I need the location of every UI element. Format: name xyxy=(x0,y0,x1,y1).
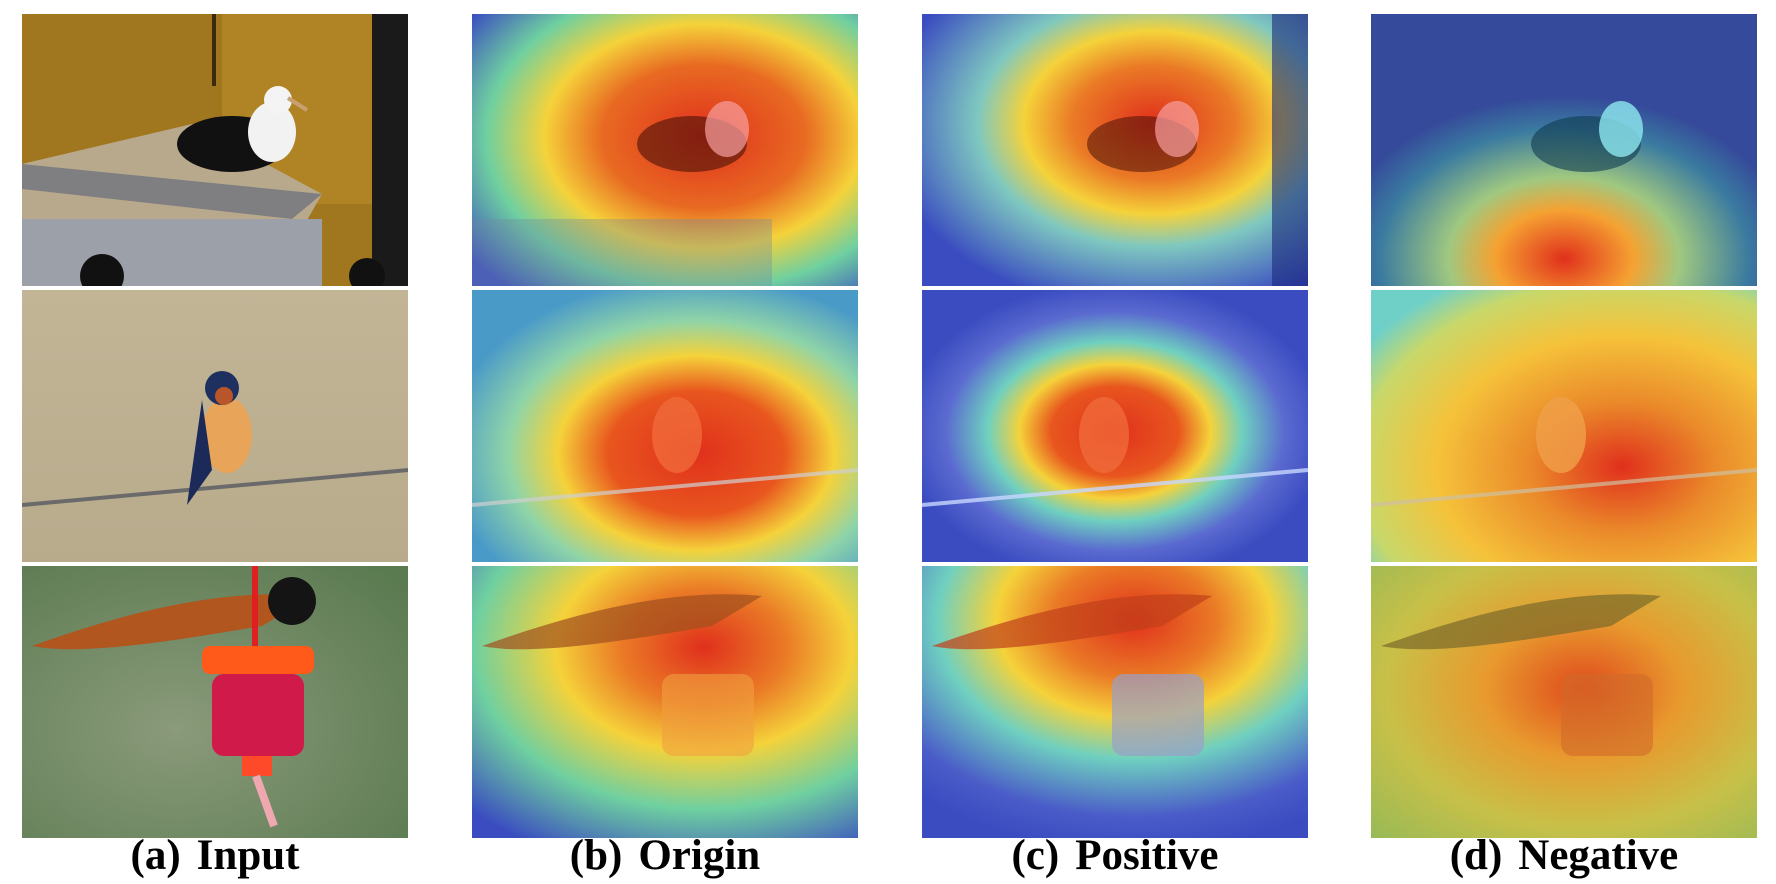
caption-input: (a) Input xyxy=(22,834,408,877)
image-bird-on-tray xyxy=(22,14,408,286)
heatmap-negative-row2 xyxy=(1371,290,1757,562)
panel-row3-negative xyxy=(1371,566,1757,838)
panel-row1-positive xyxy=(922,14,1308,286)
heatmap-origin-row2 xyxy=(472,290,858,562)
panel-row1-origin xyxy=(472,14,858,286)
heatmap-positive-row1 xyxy=(922,14,1308,286)
panel-row2-origin xyxy=(472,290,858,562)
panel-row3-positive xyxy=(922,566,1308,838)
panel-row1-input xyxy=(22,14,408,286)
panel-row2-positive xyxy=(922,290,1308,562)
caption-positive: (c) Positive xyxy=(922,834,1308,877)
caption-origin: (b) Origin xyxy=(472,834,858,877)
caption-label: Negative xyxy=(1518,832,1679,879)
panel-row1-negative xyxy=(1371,14,1757,286)
caption-label: Origin xyxy=(638,832,761,879)
panel-row2-input xyxy=(22,290,408,562)
caption-negative: (d) Negative xyxy=(1371,834,1757,877)
heatmap-negative-row3 xyxy=(1371,566,1757,838)
caption-label: Positive xyxy=(1075,832,1219,879)
caption-letter: (d) xyxy=(1449,832,1503,879)
heatmap-origin-row3 xyxy=(472,566,858,838)
panel-row2-negative xyxy=(1371,290,1757,562)
panel-row3-origin xyxy=(472,566,858,838)
heatmap-negative-row1 xyxy=(1371,14,1757,286)
heatmap-positive-row3 xyxy=(922,566,1308,838)
image-bird-on-feeder xyxy=(22,566,408,838)
caption-letter: (a) xyxy=(130,832,181,879)
caption-label: Input xyxy=(196,832,300,879)
caption-letter: (b) xyxy=(569,832,623,879)
heatmap-origin-row1 xyxy=(472,14,858,286)
caption-letter: (c) xyxy=(1011,832,1060,879)
heatmap-positive-row2 xyxy=(922,290,1308,562)
image-bird-on-wire xyxy=(22,290,408,562)
panel-row3-input xyxy=(22,566,408,838)
